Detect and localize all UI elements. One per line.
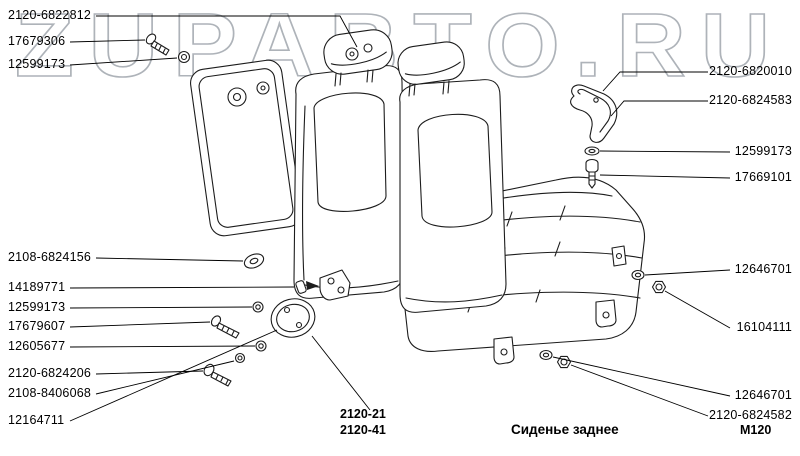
folded-backrest-panel-drawing <box>190 59 302 237</box>
part-label: 17679607 <box>8 319 66 333</box>
bolt-icon <box>585 158 599 189</box>
part-label: 2108-8406068 <box>8 386 92 400</box>
screw-icon <box>210 315 240 339</box>
part-label: 16104111 <box>736 320 792 334</box>
part-label: 2120-6820010 <box>708 64 792 78</box>
part-label: 12646701 <box>734 388 792 402</box>
hinge-bracket-drawing <box>306 269 351 301</box>
page-code: M120 <box>740 423 772 437</box>
screw-icon <box>203 363 232 387</box>
part-label: 12599173 <box>8 57 66 71</box>
part-label: 2120-6824582 <box>708 408 792 422</box>
nut-icon <box>651 280 667 294</box>
washer-icon <box>539 349 553 361</box>
part-label: 12164711 <box>8 413 65 427</box>
part-label: 12605677 <box>8 339 66 353</box>
model-code-line2: 2120-41 <box>340 423 386 437</box>
panel-guide-bushings <box>227 81 270 107</box>
washer-icon <box>584 146 600 156</box>
washer-icon <box>255 340 267 352</box>
part-label: 2120-6824583 <box>708 93 792 107</box>
part-label: 2108-6824156 <box>8 250 92 264</box>
washer-icon <box>631 269 645 281</box>
seat-backrest-left-drawing <box>293 65 405 299</box>
pin-icon <box>295 280 307 294</box>
hinge-cover-plate-drawing <box>270 298 316 338</box>
headrest-right-drawing <box>397 41 465 97</box>
part-label: 12599173 <box>734 144 792 158</box>
model-code-line1: 2120-21 <box>340 407 386 421</box>
leader-lines <box>69 15 731 422</box>
latch-knob-icon <box>243 253 265 269</box>
part-label: 17679306 <box>8 34 66 48</box>
washer-icon <box>234 352 246 364</box>
strap-bracket-drawing <box>570 84 618 143</box>
headrest-left-drawing <box>323 29 393 87</box>
washer-icon <box>252 301 264 313</box>
washer-icon <box>177 50 191 64</box>
screw-icon <box>145 33 170 56</box>
part-label: 12599173 <box>8 300 66 314</box>
diagram-caption: Сиденье заднее <box>511 422 619 437</box>
seat-backrest-right-drawing <box>399 79 507 313</box>
part-label: 14189771 <box>8 280 66 294</box>
part-label: 12646701 <box>734 262 792 276</box>
part-label: 2120-6822812 <box>8 8 92 22</box>
part-label: 2120-6824206 <box>8 366 92 380</box>
part-label: 17669101 <box>734 170 792 184</box>
